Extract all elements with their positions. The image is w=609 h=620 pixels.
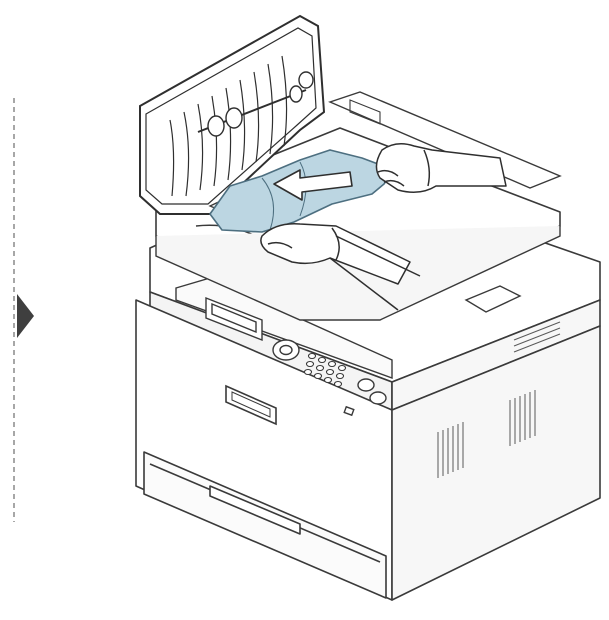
paper-tray bbox=[143, 451, 387, 599]
input-tray-guide bbox=[349, 99, 381, 125]
main-body-side bbox=[391, 325, 601, 601]
panel-display-inner bbox=[211, 302, 257, 334]
feed-roller-assembly bbox=[197, 71, 314, 137]
left-hand bbox=[260, 223, 421, 311]
front-handle-inner bbox=[231, 391, 271, 418]
nav-dial-center bbox=[279, 344, 293, 356]
output-tray-edge bbox=[155, 226, 561, 321]
feeder-cover-frame bbox=[145, 27, 317, 205]
control-panel bbox=[175, 277, 393, 417]
panel-strip bbox=[175, 277, 393, 379]
panel-indicator bbox=[343, 405, 355, 417]
feeder-cover-ribs bbox=[169, 55, 288, 197]
tray-stopper bbox=[464, 285, 522, 313]
side-vents bbox=[437, 321, 561, 478]
triangle-right-icon bbox=[17, 294, 34, 338]
paper-crease bbox=[261, 177, 275, 231]
arrow-left-icon bbox=[273, 169, 353, 201]
tray-slot bbox=[209, 485, 301, 535]
keypad-buttons bbox=[303, 352, 347, 388]
panel-display bbox=[205, 296, 263, 342]
start-button bbox=[357, 378, 375, 392]
right-hand bbox=[375, 143, 507, 193]
stop-button bbox=[369, 391, 387, 405]
